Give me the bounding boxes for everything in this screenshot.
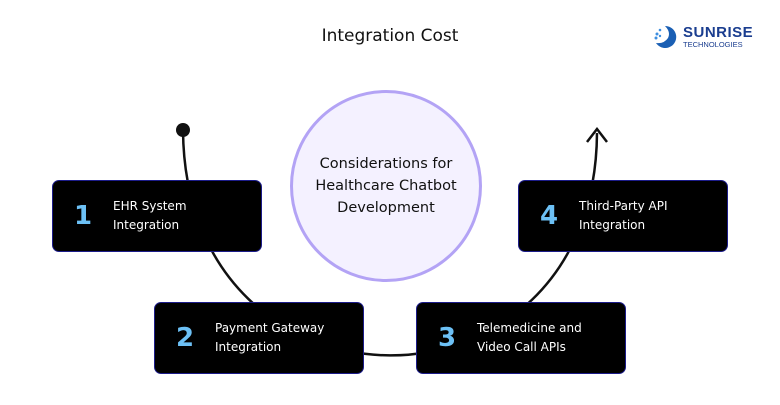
page-title: Integration Cost xyxy=(321,26,459,46)
step-number: 2 xyxy=(175,323,195,353)
step-number: 3 xyxy=(437,323,457,353)
center-line: Development xyxy=(337,200,435,216)
step-label: Telemedicine and xyxy=(477,321,582,335)
step-label: Integration xyxy=(215,340,282,354)
step-number: 4 xyxy=(539,201,559,231)
logo-name: SUNRISE xyxy=(683,23,754,41)
sunrise-logo-icon xyxy=(654,25,677,48)
step-number: 1 xyxy=(73,201,93,231)
logo-subtitle: TECHNOLOGIES xyxy=(683,39,743,49)
step-label: Integration xyxy=(579,218,646,232)
center-line: Considerations for xyxy=(319,156,453,172)
step-label: Integration xyxy=(113,218,180,232)
step-label: Video Call APIs xyxy=(477,340,566,354)
start-dot-icon xyxy=(176,123,190,137)
center-line: Healthcare Chatbot xyxy=(315,178,457,194)
step-4: 4 Third-Party API Integration xyxy=(518,180,728,252)
step-label: Payment Gateway xyxy=(215,321,325,335)
arrow-head-icon xyxy=(586,126,608,143)
step-label: Third-Party API xyxy=(579,199,668,213)
step-label: EHR System xyxy=(113,199,187,213)
